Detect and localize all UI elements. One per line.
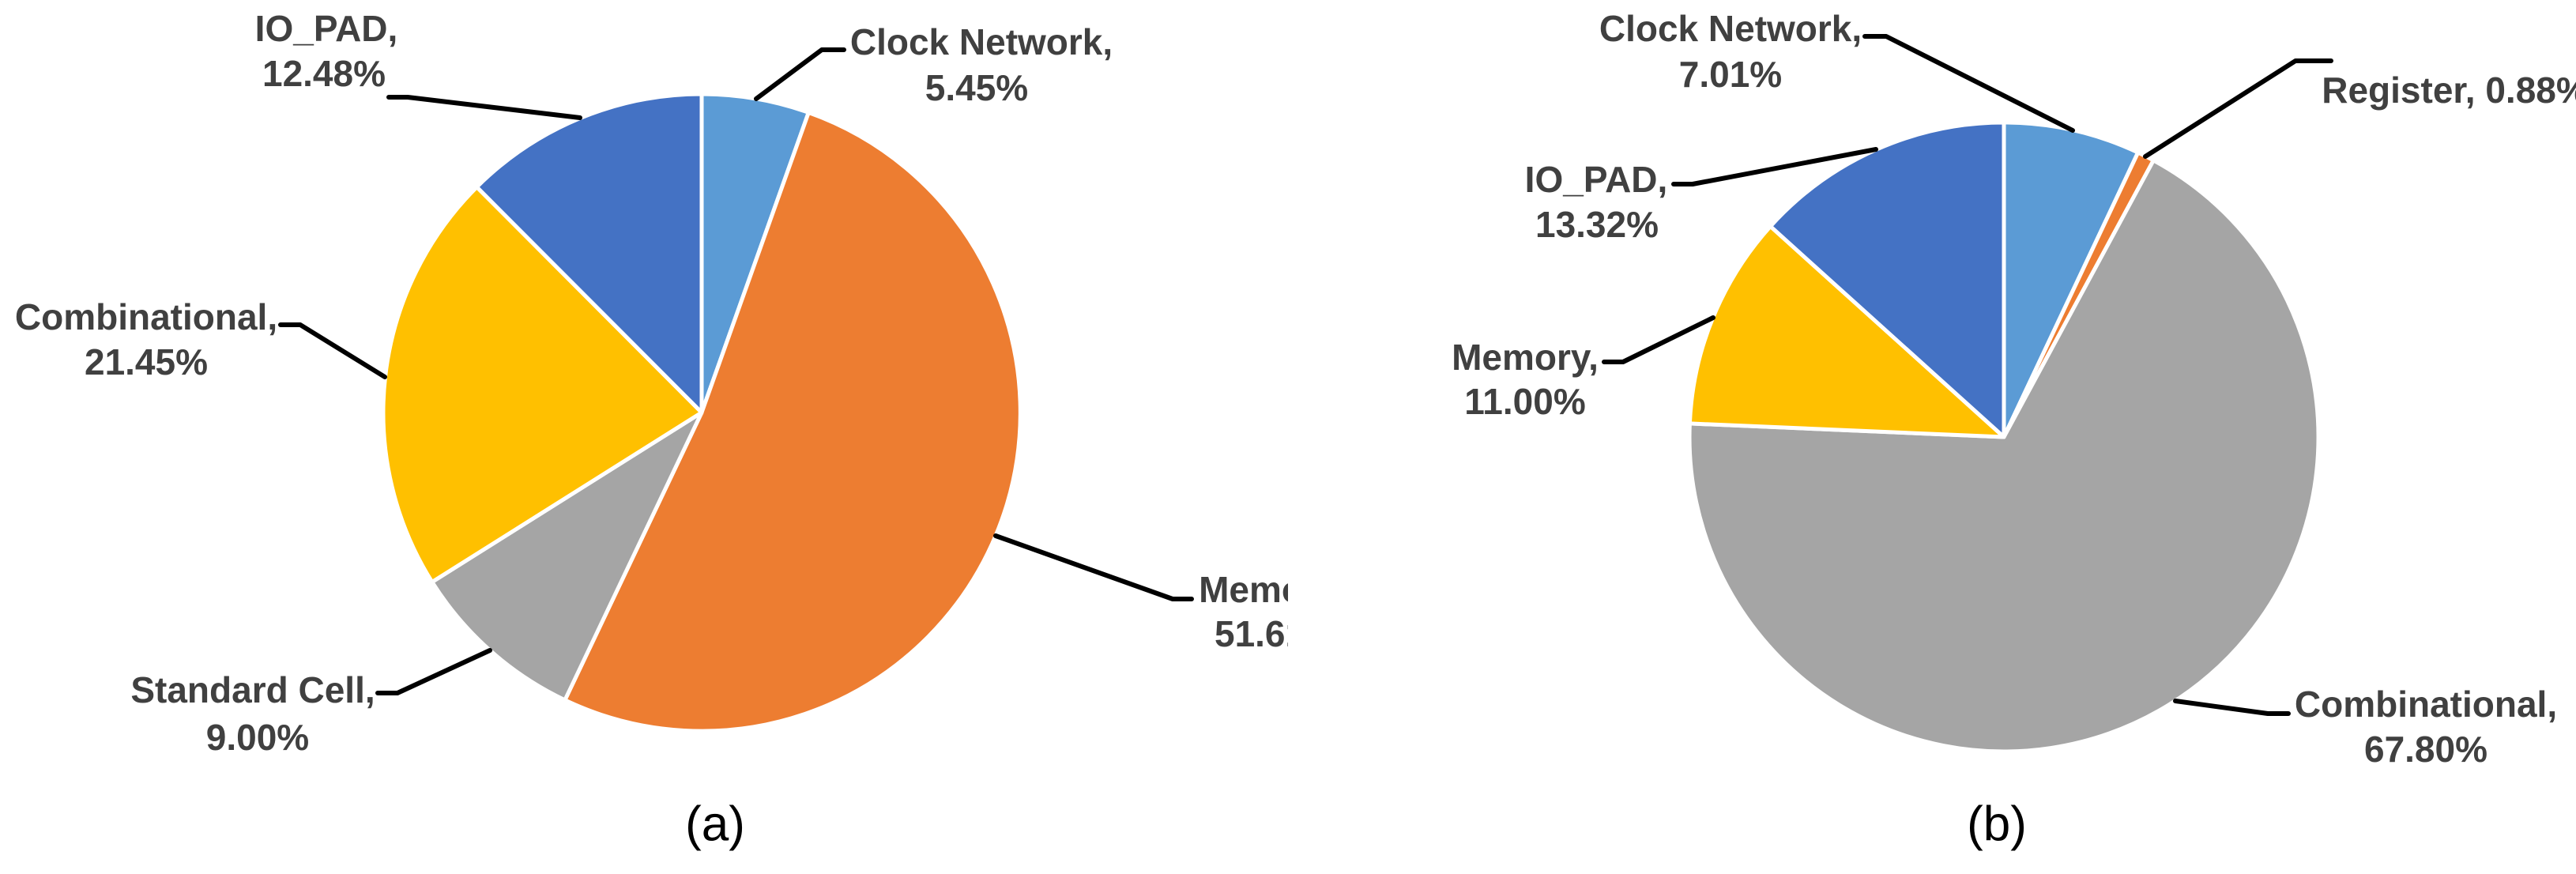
leader-line-combinational — [278, 322, 387, 379]
slice-label-memory-line1: Memory, — [1199, 569, 1288, 610]
leader-line-memory — [993, 533, 1194, 601]
slice-label-memory-line1: Memory, — [1452, 337, 1599, 378]
slice-label-memory-line2: 51.61% — [1215, 613, 1288, 654]
leader-line-standard-cell — [375, 648, 492, 695]
leader-line-combinational — [2173, 699, 2291, 716]
chart-b: Clock Network, 7.01% Register, 0.88% Combin… — [1288, 0, 2576, 874]
slice-label-clock-network-line1: Clock Network, — [850, 21, 1113, 62]
leader-line-io-pad — [386, 95, 582, 120]
slice-label-standard-cell-line1: Standard Cell, — [130, 669, 375, 710]
slice-label-io-pad-line1: IO_PAD, — [255, 8, 398, 49]
chart-caption-a: (a) — [685, 797, 745, 851]
leader-line-memory — [1602, 315, 1715, 364]
slice-label-clock-network-line2: 5.45% — [925, 67, 1028, 108]
slice-label-combinational-line2: 67.80% — [2364, 729, 2487, 770]
slice-label-memory-line2: 11.00% — [1464, 381, 1585, 422]
pie-chart-a: Clock Network, 5.45% Memory,51.61% Standard… — [15, 8, 1288, 851]
leader-line-register — [2143, 58, 2333, 159]
slice-label-combinational-line1: Combinational, — [15, 296, 277, 337]
slice-label-standard-cell-line2: 9.00% — [206, 717, 309, 758]
chart-caption-b: (b) — [1967, 797, 2027, 851]
slice-label-io-pad-line1: IO_PAD, — [1525, 159, 1668, 200]
leader-line-clock-network — [1862, 34, 2075, 133]
slice-label-register-line1: Register, 0.88% — [2322, 70, 2576, 111]
slice-label-combinational-line1: Combinational, — [2295, 684, 2557, 725]
leader-line-clock-network — [754, 47, 846, 101]
slice-label-combinational-line2: 21.45% — [85, 341, 208, 382]
leader-line-io-pad — [1671, 147, 1878, 186]
slice-label-clock-network-line1: Clock Network, — [1599, 8, 1862, 49]
pie-slice-combinational — [1687, 158, 2321, 754]
slice-label-io-pad-line2: 12.48% — [262, 53, 386, 94]
slice-label-clock-network-line2: 7.01% — [1679, 54, 1782, 95]
slice-label-io-pad-line2: 13.32% — [1535, 204, 1659, 245]
chart-a: Clock Network, 5.45% Memory,51.61% Standard… — [15, 8, 1288, 851]
pie-chart-b: Clock Network, 7.01% Register, 0.88% Combin… — [1452, 8, 2576, 851]
